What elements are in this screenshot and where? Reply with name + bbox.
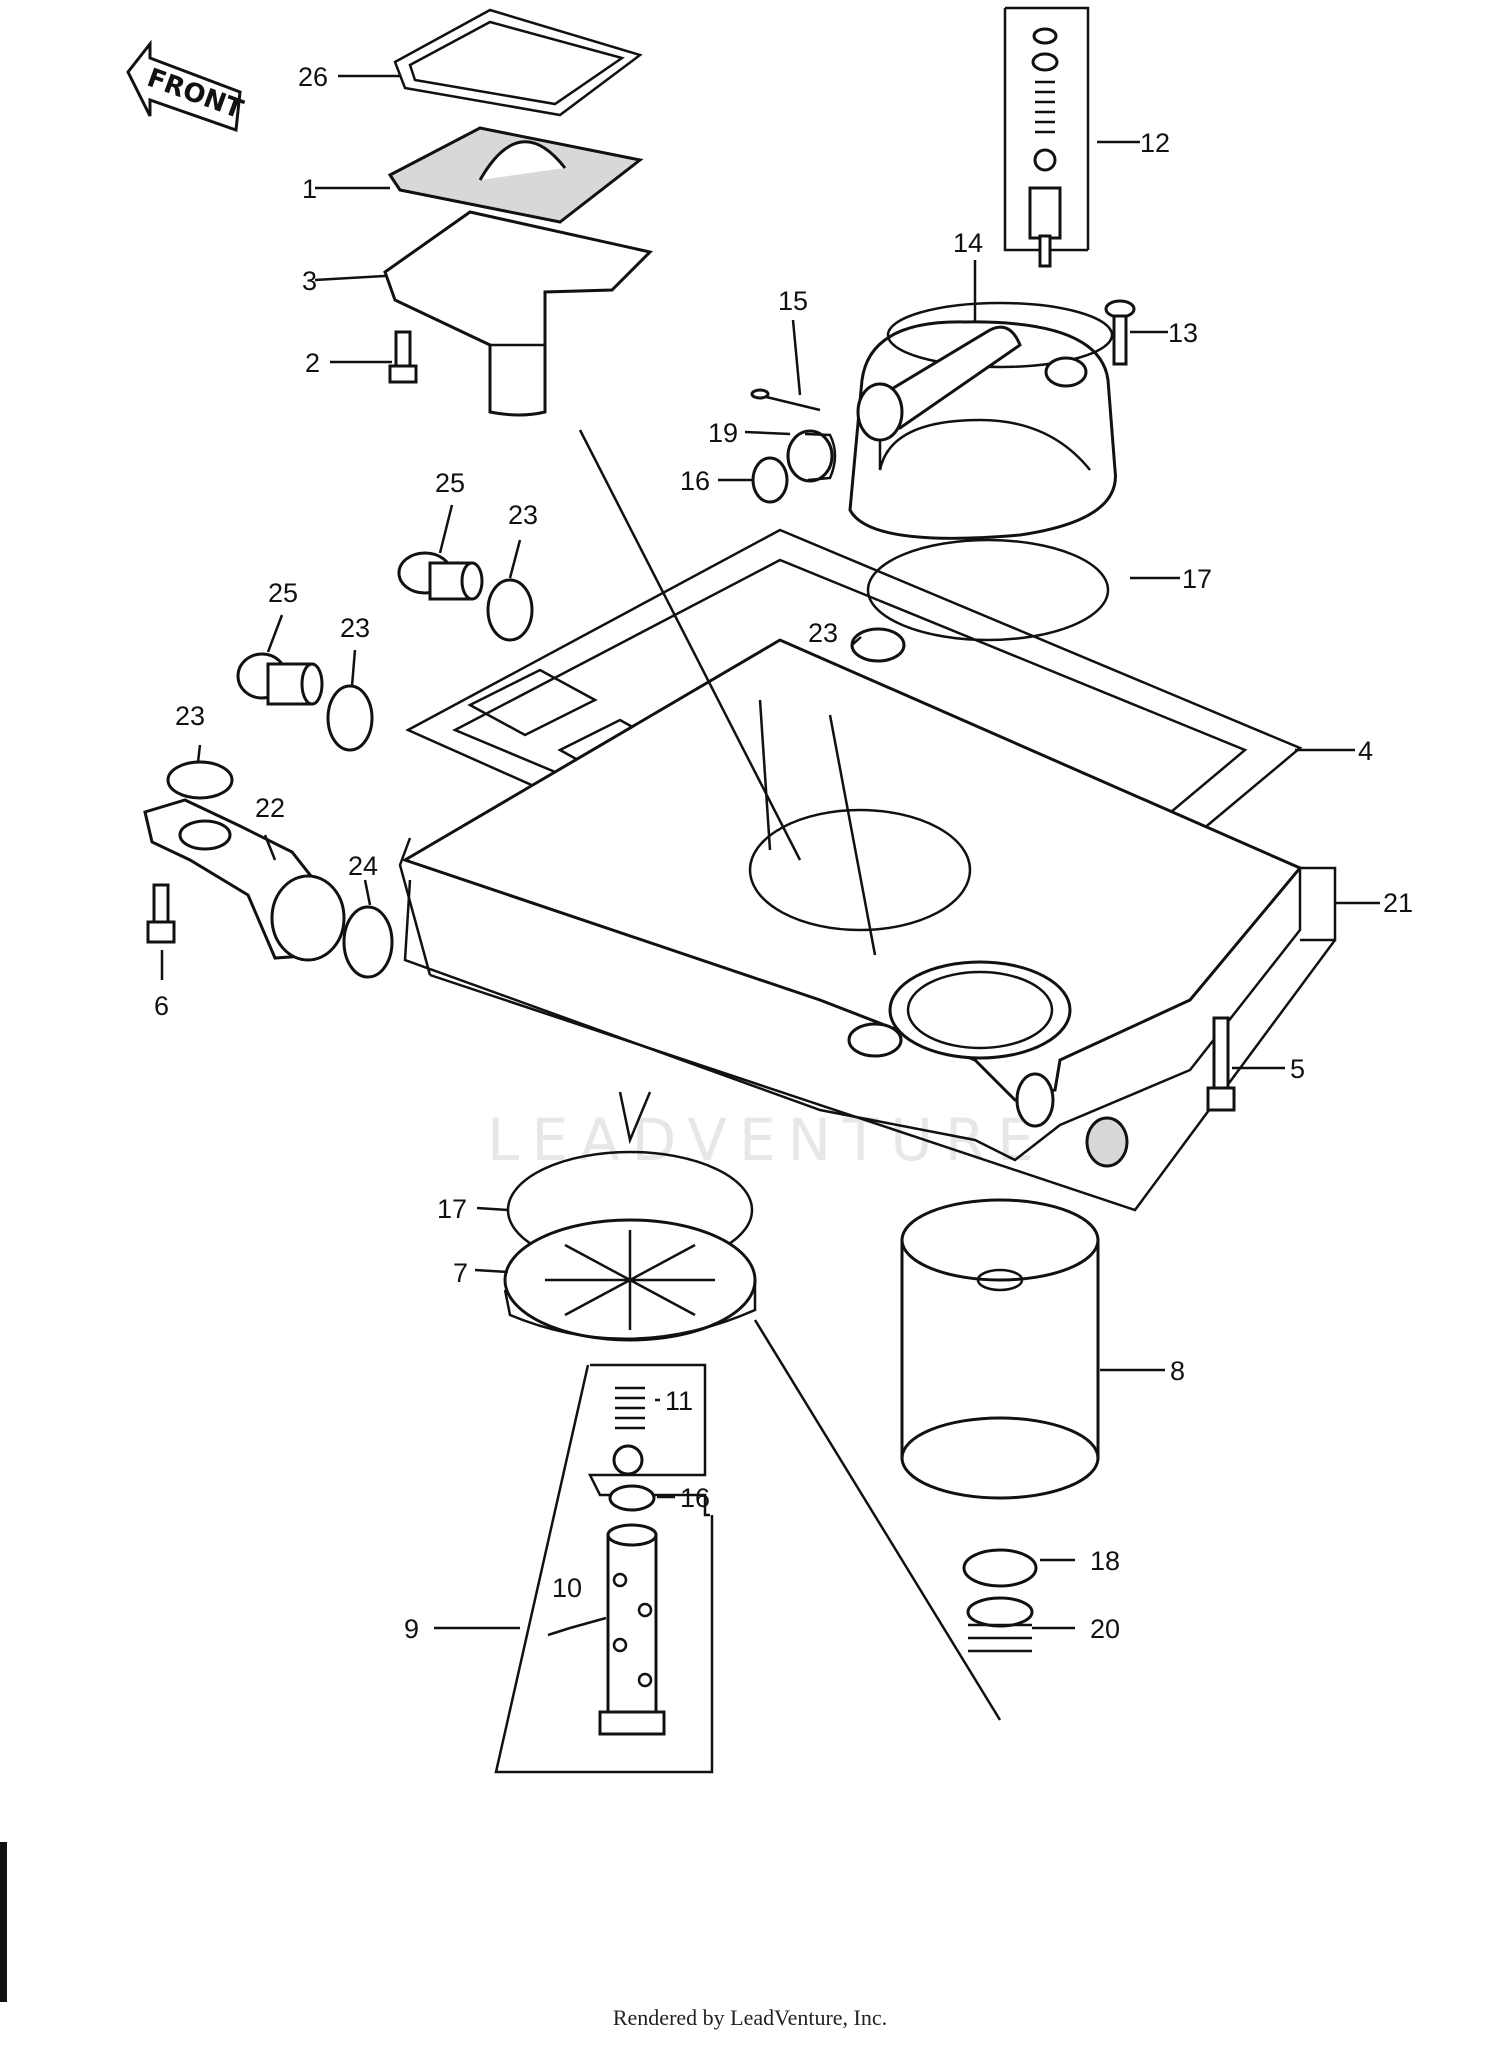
callout-15: 15 (778, 286, 808, 316)
o-ring-16-part (751, 456, 789, 504)
bracket-9 (494, 1364, 714, 1774)
bolt-13-part (1104, 299, 1136, 366)
o-ring-24-part (342, 905, 394, 979)
bolt-6-part (146, 883, 176, 944)
plug-19-part (786, 429, 837, 483)
o-ring-17-upper-part (866, 538, 1110, 642)
o-ring-16-lower-part (608, 1484, 656, 1512)
callout-20: 20 (1090, 1614, 1120, 1644)
cotter-pin-part (750, 388, 821, 412)
washer-23-c-part (850, 627, 906, 663)
callout-14: 14 (953, 228, 983, 258)
filter-mount-plate-part (503, 1218, 757, 1342)
callout-23-center: 23 (808, 618, 838, 648)
strainer-housing-part (383, 210, 653, 417)
callout-21: 21 (1383, 888, 1413, 918)
oil-strainer-screen-part (387, 126, 644, 224)
bolt-2-part (388, 330, 418, 384)
pan-bracket-left (398, 837, 432, 976)
callout-19: 19 (708, 418, 738, 448)
footer-credit: Rendered by LeadVenture, Inc. (612, 2005, 888, 2030)
strainer-gasket-part (393, 8, 643, 117)
pin-10-part (547, 1626, 571, 1637)
callout-1: 1 (302, 174, 317, 204)
oil-filter-cover-part (848, 301, 1117, 540)
callout-7: 7 (453, 1258, 468, 1288)
callout-24: 24 (348, 851, 378, 881)
callout-17-upper: 17 (1182, 564, 1212, 594)
callout-23-upper: 23 (508, 500, 538, 530)
callout-26: 26 (298, 62, 328, 92)
callout-2: 2 (305, 348, 320, 378)
front-arrow-icon: FRONT (126, 39, 247, 133)
callout-3: 3 (302, 266, 317, 296)
relief-valve-box (1003, 6, 1090, 268)
bracket-lower-right (618, 1091, 1002, 1721)
spring-20-part (966, 1596, 1034, 1653)
callout-18: 18 (1090, 1546, 1120, 1576)
callout-6: 6 (154, 991, 169, 1021)
washer-18-part (962, 1548, 1038, 1588)
washer-23-a-part (486, 578, 534, 642)
filter-bolt-part (598, 1523, 666, 1736)
callout-17-lower: 17 (437, 1194, 467, 1224)
oil-pan-part (401, 638, 1303, 1168)
drain-plug-upper-part (397, 551, 484, 601)
callout-11: 11 (665, 1386, 693, 1416)
washer-23-d-part (166, 760, 234, 800)
callout-22: 22 (255, 793, 285, 823)
left-edge-bar (0, 1842, 7, 2002)
callout-4: 4 (1358, 736, 1373, 766)
callout-5: 5 (1290, 1054, 1305, 1084)
callout-12: 12 (1140, 128, 1170, 158)
oil-filter-element-part (900, 1198, 1100, 1500)
bolt-5-part (1206, 1016, 1236, 1112)
bracket-21 (1300, 866, 1337, 942)
callout-8: 8 (1170, 1356, 1185, 1386)
callout-25-upper: 25 (435, 468, 465, 498)
watermark: LEADVENTURE (487, 1106, 1046, 1174)
callout-13: 13 (1168, 318, 1198, 348)
callout-9: 9 (404, 1614, 419, 1644)
relief-box-lower (587, 1363, 710, 1517)
leader-lines (160, 74, 1380, 1630)
oil-pipe-part (143, 798, 346, 962)
pan-bracket-lower (429, 939, 1337, 1212)
callout-23-mid: 23 (340, 613, 370, 643)
spring-11-part (612, 1386, 645, 1476)
callout-10: 10 (552, 1573, 582, 1603)
washer-23-b-part (326, 684, 374, 752)
callout-16-upper: 16 (680, 466, 710, 496)
callouts: 26 1 3 2 12 14 13 15 19 16 17 25 23 25 2… (154, 62, 1413, 1644)
callout-16-lower: 16 (680, 1483, 710, 1513)
callout-25-lower: 25 (268, 578, 298, 608)
drain-plug-lower-part (236, 652, 324, 706)
callout-23-left: 23 (175, 701, 205, 731)
